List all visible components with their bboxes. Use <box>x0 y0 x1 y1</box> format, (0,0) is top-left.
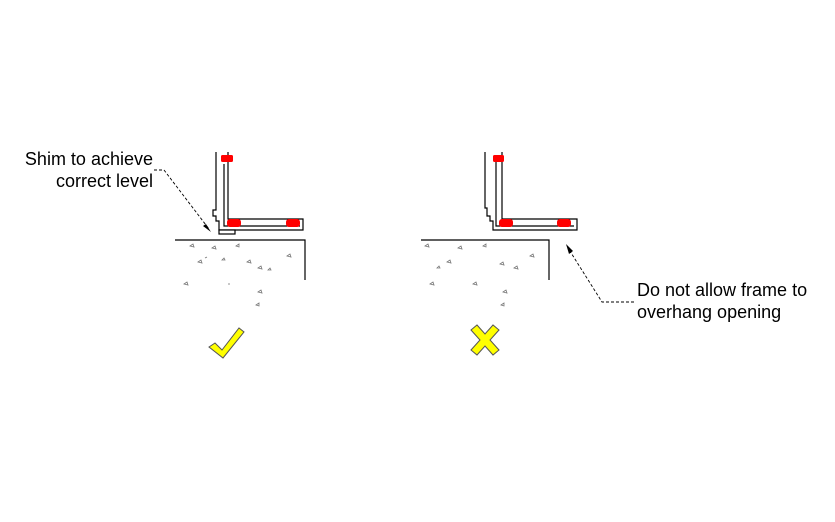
gaskets-incorrect <box>493 155 571 227</box>
gasket-top-correct <box>221 155 233 162</box>
concrete-specks-incorrect <box>424 243 535 307</box>
gasket-right-correct <box>286 219 300 227</box>
annotation-incorrect-line1: Do not allow frame to <box>637 280 808 300</box>
incorrect-detail <box>421 152 578 307</box>
arrowhead-correct <box>203 224 211 232</box>
leader-correct <box>154 169 211 232</box>
shim <box>218 229 236 235</box>
gasket-left-correct <box>227 219 241 227</box>
annotation-incorrect: Do not allow frame to overhang opening <box>637 279 807 323</box>
concrete-slab-correct <box>175 239 306 280</box>
correct-detail <box>175 152 306 307</box>
annotation-correct-line2: correct level <box>55 171 153 191</box>
arrowhead-incorrect <box>566 244 573 254</box>
frame-inner-line-incorrect <box>495 160 574 227</box>
gasket-top-incorrect <box>493 155 504 162</box>
check-mark-icon <box>208 327 245 359</box>
gasket-right-incorrect <box>557 219 571 227</box>
concrete-specks-correct <box>183 243 292 307</box>
frame-profile-incorrect <box>484 152 578 231</box>
leader-incorrect <box>566 244 634 303</box>
concrete-slab-incorrect <box>421 239 550 280</box>
gaskets-correct <box>221 155 300 227</box>
gasket-left-incorrect <box>499 219 513 227</box>
annotation-correct-line1: Shim to achieve <box>24 149 153 169</box>
annotation-correct: Shim to achieve correct level <box>25 148 153 192</box>
cross-mark-icon <box>470 324 500 356</box>
frame-inner-line-correct <box>223 164 300 227</box>
annotation-incorrect-line2: overhang opening <box>637 302 782 322</box>
frame-profile-correct <box>212 152 304 231</box>
